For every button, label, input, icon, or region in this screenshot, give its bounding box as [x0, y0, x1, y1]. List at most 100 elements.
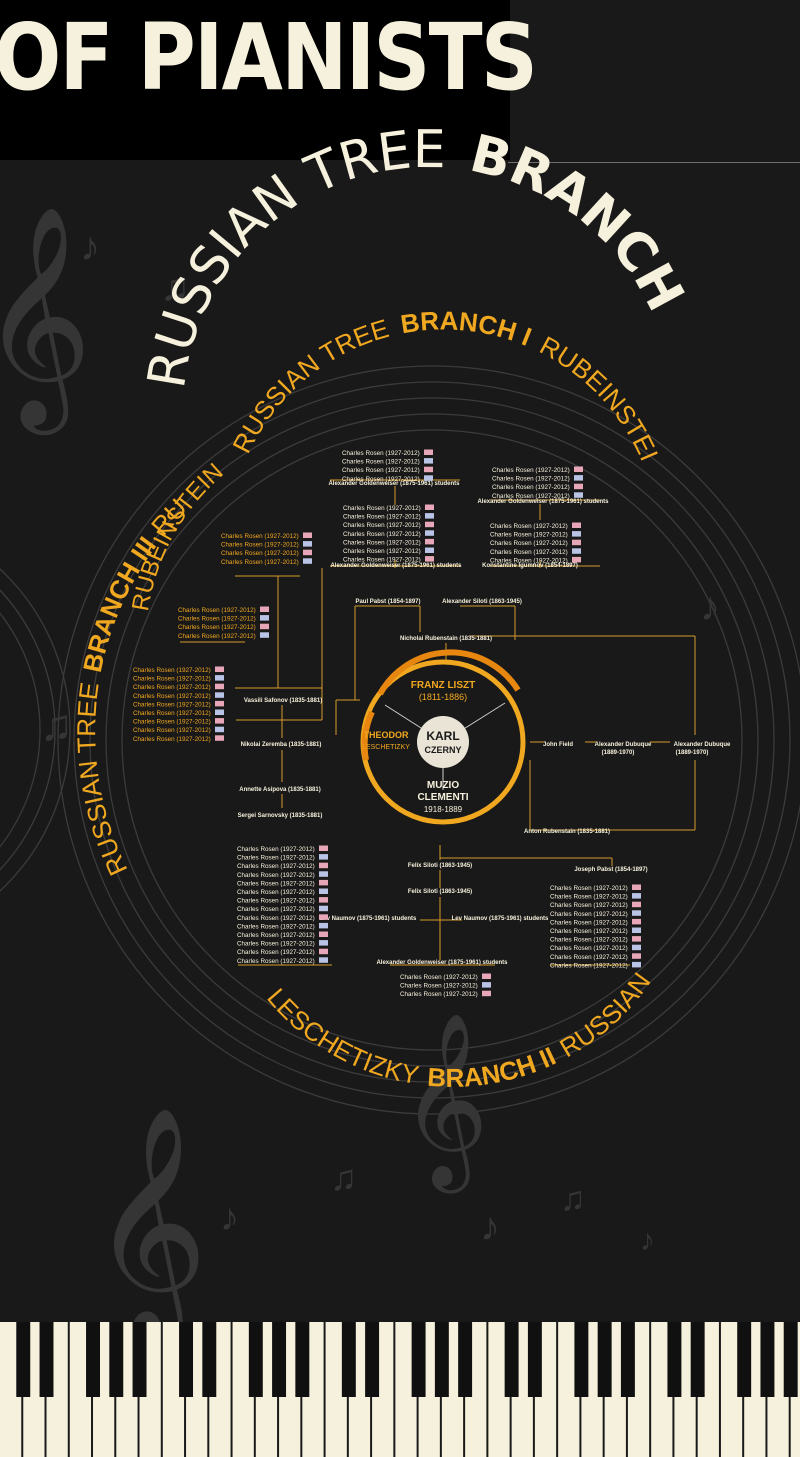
flag-icon	[215, 718, 224, 724]
black-key	[737, 1322, 752, 1397]
black-key	[365, 1322, 380, 1397]
flag-icon	[482, 982, 491, 988]
flag-icon	[425, 513, 434, 519]
node-pabst-top: Paul Pabst (1854-1897)	[355, 599, 420, 605]
student-name: Charles Rosen (1927-2012)	[492, 493, 570, 500]
white-key	[720, 1322, 743, 1457]
flag-icon	[319, 940, 328, 946]
note-icon: ♪	[220, 1197, 239, 1239]
white-key	[651, 1322, 673, 1457]
black-key	[411, 1322, 426, 1397]
black-key	[690, 1322, 705, 1397]
black-key	[16, 1322, 31, 1397]
flag-icon	[303, 532, 312, 538]
student-name: Charles Rosen (1927-2012)	[490, 557, 568, 564]
student-name: Charles Rosen (1927-2012)	[133, 676, 211, 683]
flag-icon	[574, 483, 583, 490]
white-key	[558, 1322, 580, 1457]
student-name: Charles Rosen (1927-2012)	[133, 693, 211, 700]
student-name: Charles Rosen (1927-2012)	[237, 846, 315, 853]
flag-icon	[215, 666, 224, 672]
node-naumov-1: Lev Naumov (1875-1961) students	[320, 916, 417, 922]
node-field: John Field	[543, 742, 573, 748]
white-key	[488, 1322, 510, 1457]
student-name: Charles Rosen (1927-2012)	[221, 542, 299, 549]
student-name: Charles Rosen (1927-2012)	[492, 476, 570, 483]
connector-lines	[180, 479, 696, 966]
student-name: Charles Rosen (1927-2012)	[237, 889, 315, 896]
flag-icon	[424, 449, 433, 455]
student-name: Charles Rosen (1927-2012)	[342, 467, 420, 474]
student-name: Charles Rosen (1927-2012)	[237, 915, 315, 922]
student-name: Charles Rosen (1927-2012)	[490, 523, 568, 530]
black-key	[248, 1322, 263, 1397]
black-key	[109, 1322, 124, 1397]
black-key	[202, 1322, 217, 1397]
student-name: Charles Rosen (1927-2012)	[400, 974, 478, 981]
student-name: Charles Rosen (1927-2012)	[133, 667, 211, 674]
flag-icon	[572, 531, 581, 537]
flag-icon	[632, 910, 641, 916]
black-key	[527, 1322, 542, 1397]
flag-icon	[303, 549, 312, 556]
flag-icon	[319, 862, 328, 869]
student-name: Charles Rosen (1927-2012)	[342, 459, 420, 466]
black-key	[295, 1322, 310, 1397]
flag-icon	[572, 548, 581, 554]
center-core	[417, 716, 469, 768]
flag-icon	[425, 521, 434, 528]
piano-keyboard	[0, 1322, 800, 1457]
student-name: Charles Rosen (1927-2012)	[550, 919, 628, 926]
student-name: Charles Rosen (1927-2012)	[237, 898, 315, 905]
student-name: Charles Rosen (1927-2012)	[133, 710, 211, 717]
node-a-rubenstain: Anton Rubenstain (1835-1881)	[524, 829, 610, 835]
flag-icon	[260, 632, 269, 638]
flag-icon	[482, 973, 491, 979]
node-siloti-1: Felix Siloti (1863-1945)	[408, 863, 472, 869]
flag-icon	[319, 931, 328, 937]
flag-icon	[215, 675, 224, 681]
flag-icon	[574, 475, 583, 481]
student-name: Charles Rosen (1927-2012)	[342, 476, 420, 483]
student-name: Charles Rosen (1927-2012)	[492, 484, 570, 491]
node-goldenweiser-c: Alexander Goldenweiser (1875-1961) stude…	[330, 563, 462, 569]
arc-title-branch3: RUSSIAN TREEBRANCH IIIRUBEINSTEIN	[0, 0, 193, 880]
student-name: Charles Rosen (1927-2012)	[237, 906, 315, 913]
student-name: Charles Rosen (1927-2012)	[237, 949, 315, 956]
flag-icon	[632, 953, 641, 959]
treble-clef-icon: 𝄞	[0, 209, 92, 435]
student-name: Charles Rosen (1927-2012)	[237, 855, 315, 862]
flag-icon	[303, 541, 312, 547]
flag-icon	[424, 458, 433, 464]
black-key	[574, 1322, 589, 1397]
flag-icon	[260, 615, 269, 621]
student-name: Charles Rosen (1927-2012)	[490, 549, 568, 556]
music-notes-decoration: 𝄞 𝄞 𝄞 ♪ ♫ ♫ ♪ ♫ ♪ ♫ ♪ ♪	[0, 209, 720, 1348]
flag-icon	[632, 901, 641, 908]
flag-icon	[319, 879, 328, 886]
note-icon: ♫	[40, 701, 73, 750]
teacher-nodes: Alexander Goldenweiser (1875-1961) stude…	[238, 481, 731, 966]
student-name: Charles Rosen (1927-2012)	[343, 539, 421, 546]
page-title: OF PIANISTS	[0, 4, 538, 111]
treble-clef-icon: 𝄞	[400, 1014, 489, 1194]
core-name-2: CZERNY	[424, 745, 461, 755]
flag-icon	[260, 623, 269, 630]
black-key	[434, 1322, 449, 1397]
flag-icon	[632, 944, 641, 951]
flag-icon	[319, 897, 328, 903]
node-n-rubenstein: Nicholai Rubenstain (1835-1881)	[400, 636, 492, 642]
node-dubuque-1: Alexander Dubuque	[595, 742, 652, 748]
flag-icon	[425, 504, 434, 510]
clementi-years: 1918-1889	[424, 805, 463, 814]
student-lists: Charles Rosen (1927-2012)Charles Rosen (…	[133, 449, 641, 998]
node-dubuque-2: Alexander Dubuque	[674, 742, 731, 748]
student-name: Charles Rosen (1927-2012)	[550, 894, 628, 901]
flag-icon	[215, 692, 224, 698]
node-goldenweiser-b: Alexander Goldenweiser (1875-1961) stude…	[477, 499, 609, 505]
flag-icon	[632, 893, 641, 899]
node-sarnovsky: Sergei Sarnovsky (1835-1881)	[238, 813, 323, 819]
